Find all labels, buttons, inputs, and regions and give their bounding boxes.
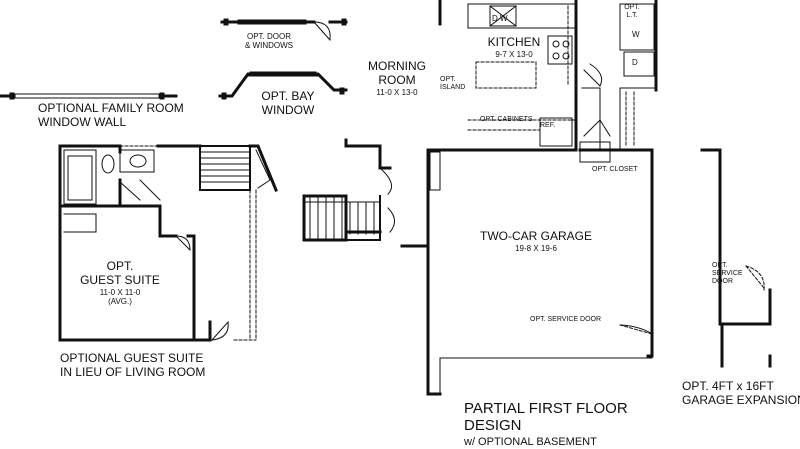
garage-walls	[400, 148, 654, 396]
laundry-tub-label: OPT.L.T.	[624, 4, 640, 20]
opt-cabinets-label: OPT. CABINETS	[480, 116, 533, 123]
opt-island-label: OPT.ISLAND	[440, 76, 466, 92]
family-room-window-wall	[0, 92, 178, 100]
dishwasher-label: D W	[492, 14, 508, 23]
ref-label: REF.	[540, 122, 556, 129]
plan-subtitle: w/ OPTIONAL BASEMENT	[464, 436, 597, 448]
guest-suite-walls	[58, 144, 278, 342]
opt-door-windows-label: OPT. DOOR& WINDOWS	[245, 32, 293, 51]
opt-service-door-label: OPT. SERVICE DOOR	[530, 316, 602, 323]
washer-label: W	[632, 30, 640, 39]
guest-suite-label: OPT.GUEST SUITE 11-0 X 11-0 (AVG.)	[80, 259, 160, 306]
opt-bay-window-symbol	[218, 71, 348, 100]
opt-closet-label: OPT. CLOSET	[592, 166, 638, 173]
garage-expansion	[700, 148, 772, 368]
opt-door-window-symbol	[220, 18, 348, 41]
guest-stairs	[199, 145, 271, 191]
basement-stair	[302, 138, 395, 242]
dryer-label: D	[632, 58, 638, 67]
